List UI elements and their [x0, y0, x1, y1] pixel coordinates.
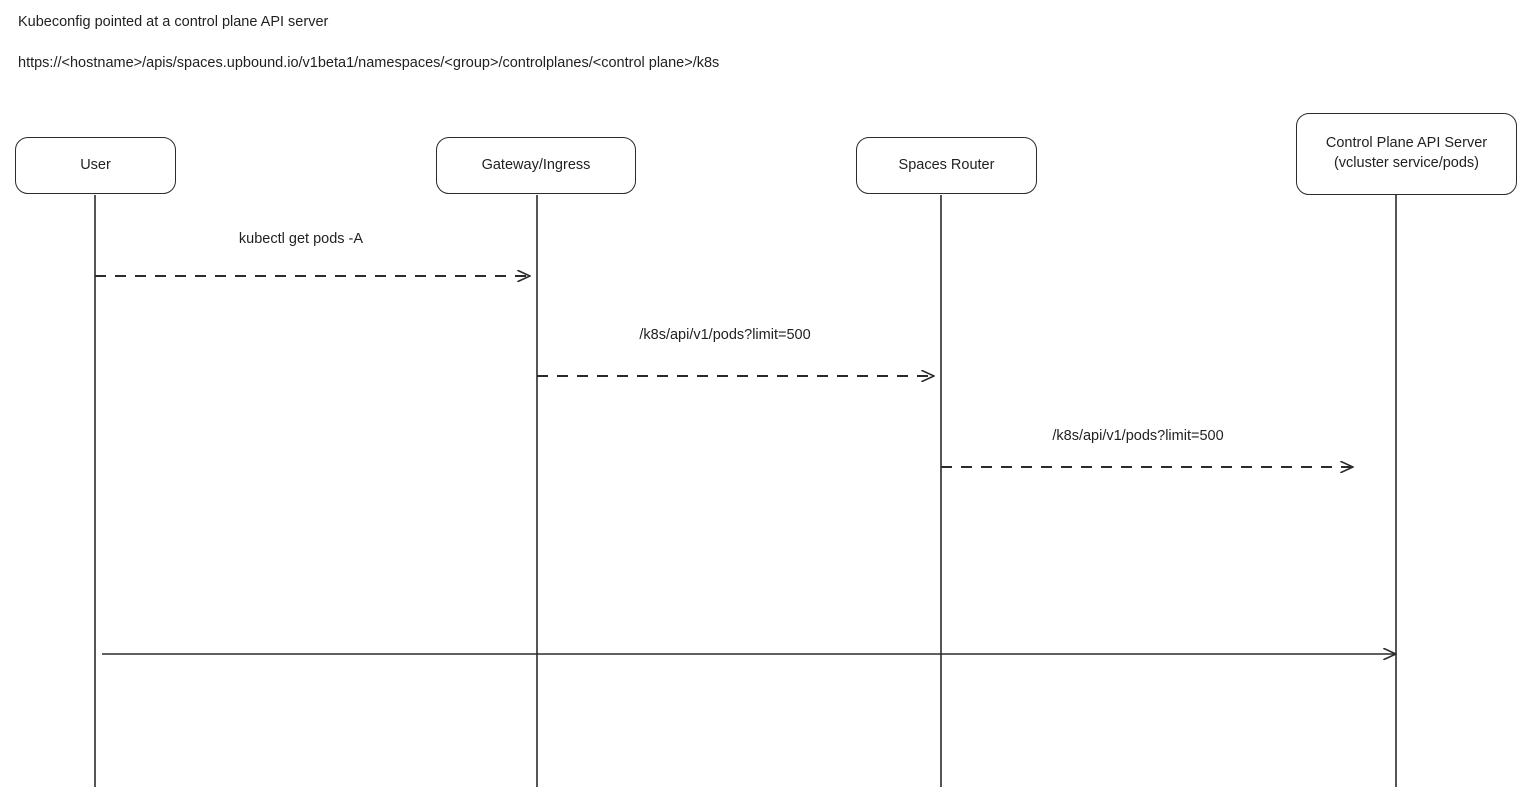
participant-box-user[interactable]: User	[15, 137, 176, 194]
lifelines-group	[94, 195, 1397, 787]
message-label-pods-limit-router-to-apiserver: /k8s/api/v1/pods?limit=500	[1052, 428, 1224, 444]
message-label-pods-limit-gateway-to-router: /k8s/api/v1/pods?limit=500	[639, 327, 811, 343]
diagram-description-title: Kubeconfig pointed at a control plane AP…	[18, 14, 329, 30]
message-label-kubectl-get-pods: kubectl get pods -A	[238, 231, 364, 247]
participant-box-control-plane-api-server[interactable]: Control Plane API Server (vcluster servi…	[1296, 113, 1517, 195]
messages-group	[95, 276, 1396, 654]
header-text-block: Kubeconfig pointed at a control plane AP…	[18, 13, 1418, 73]
participant-box-spaces-router[interactable]: Spaces Router	[856, 137, 1037, 194]
participant-label-control-plane-api-server-line2: (vcluster service/pods)	[1333, 155, 1480, 171]
participant-label-control-plane-api-server-line1: Control Plane API Server	[1325, 135, 1488, 152]
participant-label-spaces-router: Spaces Router	[898, 156, 995, 173]
participant-box-gateway[interactable]: Gateway/Ingress	[436, 137, 636, 194]
participant-label-gateway: Gateway/Ingress	[481, 156, 591, 173]
participant-label-user: User	[80, 156, 111, 173]
diagram-api-url: https://<hostname>/apis/spaces.upbound.i…	[18, 54, 720, 71]
